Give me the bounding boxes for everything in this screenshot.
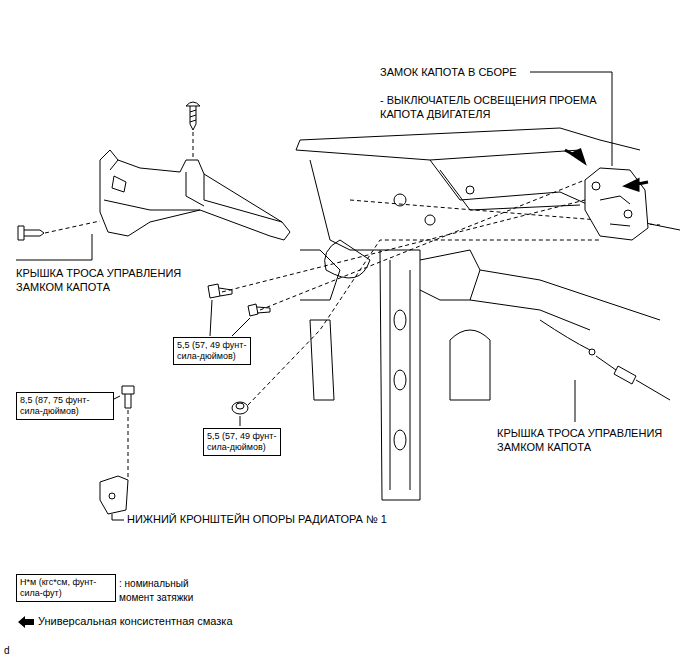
dashed-line — [193, 132, 194, 160]
grease-arrow — [626, 180, 648, 190]
leader-line — [530, 72, 612, 166]
part-name: ЗАМОК КАПОТА В СБОРЕ — [380, 65, 530, 79]
legend-swatch — [17, 615, 35, 629]
torque-value: Н*м (кгс*см, фунт-сила-фут) — [20, 577, 112, 599]
torque-value: 5,5 (57, 49 фунт-сила-дюймов) — [207, 431, 277, 453]
cable-cover — [100, 150, 290, 240]
part-name: : номинальный момент затяжки — [119, 577, 219, 605]
torque-box: 5,5 (57, 49 фунт-сила-дюймов) — [203, 428, 281, 456]
part-name: КРЫШКА ТРОСА УПРАВЛЕНИЯ ЗАМКОМ КАПОТА — [497, 426, 682, 454]
radiator-support — [296, 128, 680, 500]
leader-line — [16, 234, 92, 260]
leader-line — [112, 514, 124, 520]
part-name: КРЫШКА ТРОСА УПРАВЛЕНИЯ ЗАМКОМ КАПОТА — [16, 266, 206, 294]
part-name: - ВЫКЛЮЧАТЕЛЬ ОСВЕЩЕНИЯ ПРОЕМА КАПОТА ДВ… — [380, 93, 602, 121]
screw — [18, 226, 44, 240]
bolt — [208, 284, 270, 316]
torque-box: 8,5 (87, 75 фунт-сила-дюймов) — [16, 392, 114, 420]
dashed-line — [45, 221, 100, 233]
nut — [232, 402, 248, 414]
grease-arrow — [565, 150, 584, 162]
legend-text: Универсальная консистентная смазка — [38, 614, 338, 628]
torque-value: 5,5 (57, 49 фунт-сила-дюймов) — [177, 340, 247, 362]
leader-line — [575, 380, 576, 422]
figure-code: d — [4, 644, 24, 658]
leader-line — [240, 416, 241, 426]
torque-value: 8,5 (87, 75 фунт-сила-дюймов) — [20, 395, 110, 417]
hood-lock — [585, 168, 648, 240]
screw — [186, 102, 200, 130]
torque-box: 5,5 (57, 49 фунт-сила-дюймов) — [173, 337, 251, 365]
leader-line — [210, 300, 250, 336]
torque-box: Н*м (кгс*см, фунт-сила-фут) — [16, 574, 116, 602]
cable — [540, 320, 670, 400]
part-name: НИЖНИЙ КРОНШТЕЙН ОПОРЫ РАДИАТОРА № 1 — [127, 512, 447, 526]
bracket — [100, 476, 128, 514]
bolt — [122, 386, 134, 408]
